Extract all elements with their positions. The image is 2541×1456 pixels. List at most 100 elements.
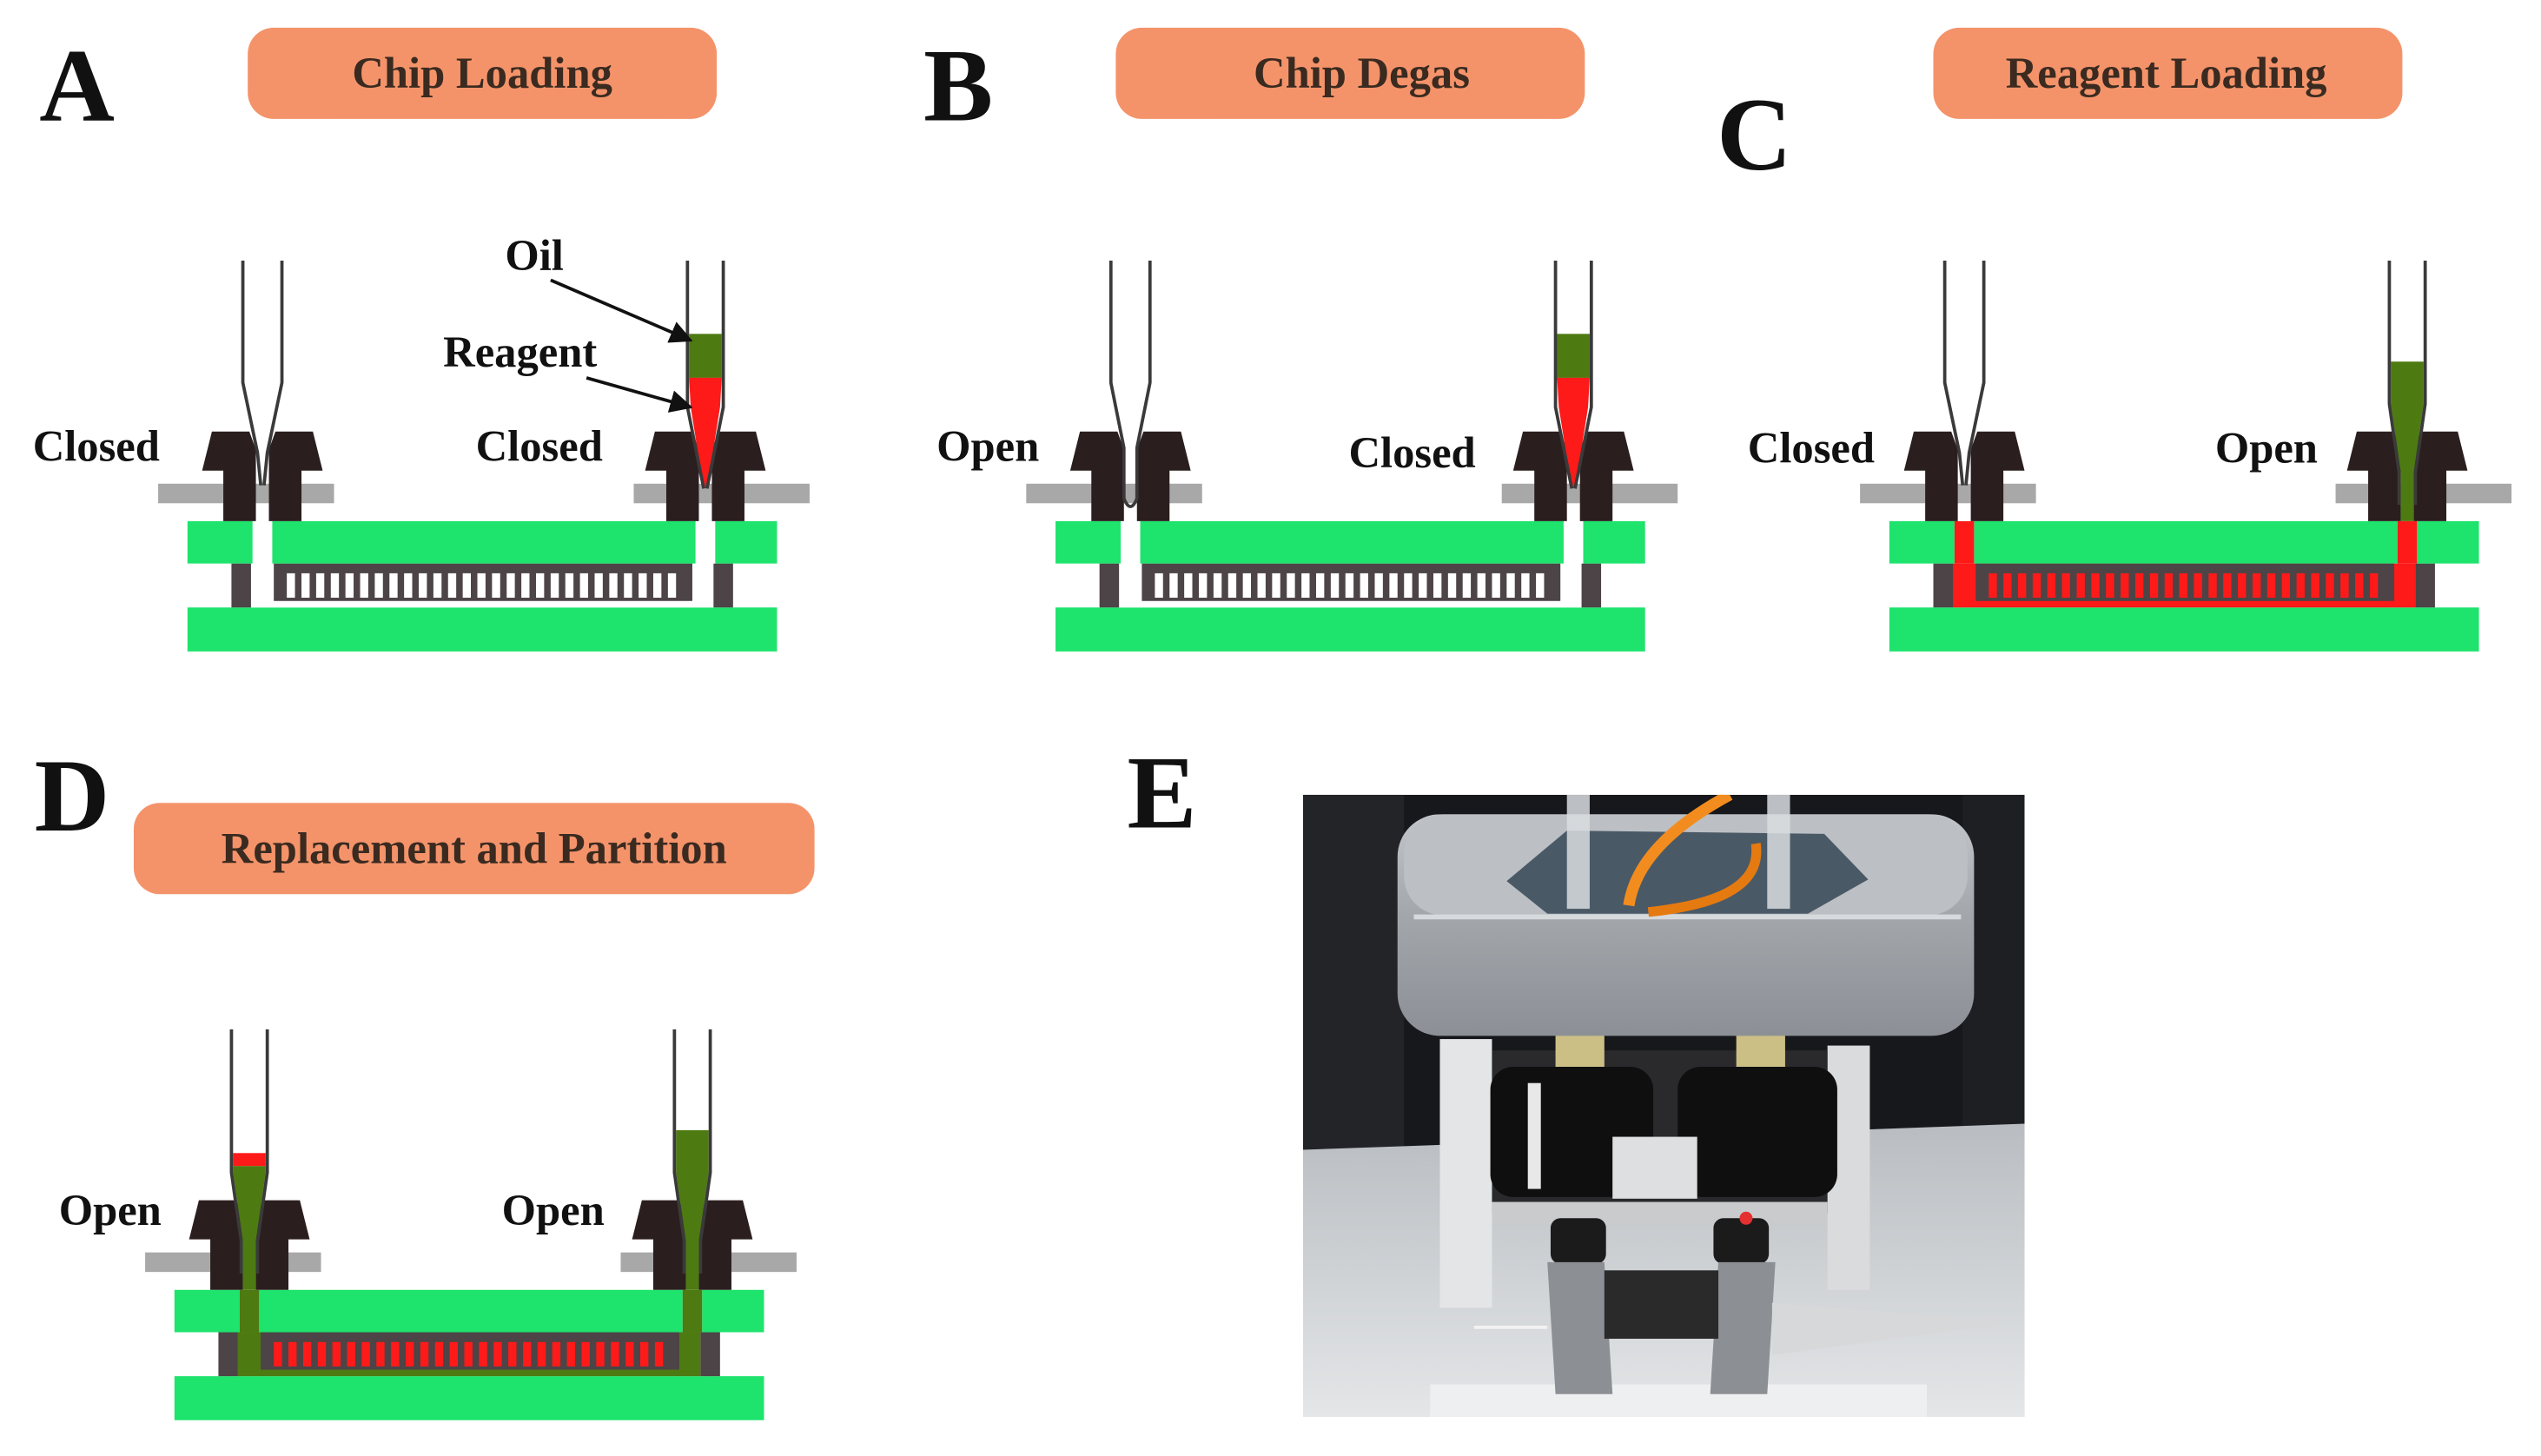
chip-microwell: [552, 1341, 561, 1367]
chip-microwell: [2017, 572, 2027, 599]
chip-microwell: [581, 1341, 590, 1367]
chip-microwell: [330, 572, 340, 599]
chip-microwell: [2238, 572, 2247, 599]
chip-microwell: [419, 572, 427, 599]
chip-microwell: [625, 1341, 634, 1367]
chip-microwell: [1213, 572, 1222, 599]
chip-microwell: [2369, 572, 2379, 599]
instrument-photo: [1302, 794, 2025, 1418]
chip-microwell: [596, 1341, 605, 1367]
chip-microwell: [654, 1341, 664, 1367]
photo-knob-right: [1713, 1218, 1770, 1264]
chip-microwell: [374, 572, 383, 599]
panel-d-right-valve-state: Open: [502, 1186, 605, 1234]
chip-bottom-plate: [187, 607, 778, 652]
title-pill-b: Chip Degas: [1115, 27, 1585, 119]
valve-left-half: [632, 1200, 686, 1290]
photo-holder-arm-right: [1710, 1261, 1776, 1394]
valve-right-half: [268, 431, 323, 521]
tip-oil: [676, 1130, 709, 1290]
chip-microwell: [594, 572, 603, 599]
panel-letter-e: E: [1128, 734, 1197, 850]
chip-microwell: [1184, 572, 1193, 599]
tip-oil: [2391, 361, 2424, 521]
valve-right-half: [1970, 431, 2025, 521]
chip-top-plate-center: [1140, 520, 1564, 564]
chip-microwell: [492, 572, 500, 599]
chip-microwell: [360, 572, 368, 599]
chip-microwell: [315, 572, 325, 599]
photo-base-edge: [1430, 1384, 1928, 1418]
chip-microwell: [317, 1341, 327, 1367]
chip-inlet: [1121, 520, 1141, 564]
chip-microwell: [2326, 572, 2334, 599]
photo-frame-crossbar: [1492, 1201, 1828, 1225]
chip-microwell: [2208, 572, 2217, 599]
chip-microwell: [347, 1341, 355, 1367]
title-pill-d-bg: [133, 803, 815, 895]
chip-microwell: [1360, 572, 1368, 599]
chip-assembly-b: [1026, 260, 1678, 652]
pipette-tip: [2387, 260, 2427, 506]
chip-microwell: [1419, 572, 1427, 599]
chip-microwell: [1477, 572, 1486, 599]
chip-microwell: [2252, 572, 2261, 599]
chip-microwell: [376, 1341, 385, 1367]
chip-diagrams: [145, 260, 2512, 1420]
panel-a-right-valve-state: Closed: [476, 422, 603, 471]
chip-microwell: [508, 1341, 517, 1367]
chip-microwell: [1272, 572, 1280, 599]
chip-microwell: [1287, 572, 1295, 599]
chip-microwell: [406, 1341, 414, 1367]
panel-letter-b: B: [923, 28, 993, 143]
photo-holder-arm-left: [1547, 1261, 1613, 1394]
tip-oil: [233, 1166, 266, 1290]
chip-microwell: [2281, 572, 2291, 599]
chip-microwell: [639, 572, 647, 599]
chip-microwell: [2149, 572, 2159, 599]
oil-label: Oil: [505, 231, 564, 280]
chip-microwell: [1536, 572, 1545, 599]
chip-microwell: [1155, 572, 1163, 599]
valve-right-half: [255, 1200, 310, 1290]
chip-microwell: [449, 1341, 459, 1367]
panel-letter-c: C: [1717, 76, 1792, 192]
chip-top-plate-right: [1583, 520, 1645, 564]
chip-top-plate-left: [1055, 520, 1122, 564]
chip-microwell: [302, 1341, 312, 1367]
chip-microwell: [288, 1341, 297, 1367]
chip-microwell: [624, 572, 632, 599]
panel-a-left-valve-state: Closed: [33, 422, 160, 471]
chip-microwell: [2340, 572, 2349, 599]
chip-top-plate-left: [174, 1289, 240, 1333]
title-pill-a-bg: [248, 27, 718, 119]
chip-microwell: [1492, 572, 1500, 599]
chip-microwell: [1330, 572, 1340, 599]
chip-microwell: [2179, 572, 2187, 599]
title-pill-b-bg: [1115, 27, 1585, 119]
chip-microwell: [2164, 572, 2174, 599]
chip-microwell: [1345, 572, 1354, 599]
chip-microwell: [2266, 572, 2276, 599]
chip-microwell: [609, 572, 618, 599]
chip-top-plate-right: [702, 1289, 764, 1333]
chip-top-plate-center: [259, 1289, 683, 1333]
photo-tube-left: [1566, 794, 1590, 910]
chip-microwell: [1199, 572, 1208, 599]
title-chip-degas: Chip Degas: [1254, 49, 1470, 97]
chip-assembly-a: [158, 260, 810, 652]
chip-microwell: [420, 1341, 429, 1367]
photo-pod-stripe-left: [1527, 1082, 1541, 1189]
chip-microwell: [2121, 572, 2129, 599]
title-pill-c-bg: [1933, 27, 2403, 119]
pipette-tip: [672, 1029, 712, 1274]
chip-spacer-left: [231, 563, 251, 608]
tip-reagent: [233, 1153, 266, 1167]
chip-microwell: [652, 572, 662, 599]
chip-microwell: [2091, 572, 2100, 599]
panel-d-left-valve-state: Open: [59, 1186, 162, 1234]
chip-microwell: [579, 572, 588, 599]
photo-frame-left-leg: [1439, 1039, 1492, 1308]
chip-spacer-right: [2415, 563, 2435, 608]
